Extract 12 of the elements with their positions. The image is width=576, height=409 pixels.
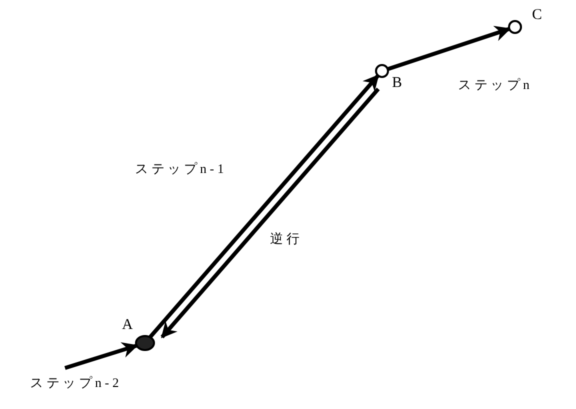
point-label: B: [392, 76, 402, 91]
point-circle: [508, 20, 522, 34]
point-label: A: [122, 318, 133, 333]
filled-point: [135, 335, 155, 351]
edge-label: ステップn-1: [135, 162, 228, 175]
arrow: [387, 26, 511, 72]
point-circle: [375, 64, 389, 78]
point-label: C: [532, 8, 542, 23]
edge-label: 逆行: [270, 232, 302, 245]
edge-label: ステップn-2: [30, 376, 122, 389]
arrow: [64, 342, 138, 370]
edge-label: ステップn: [458, 78, 533, 91]
